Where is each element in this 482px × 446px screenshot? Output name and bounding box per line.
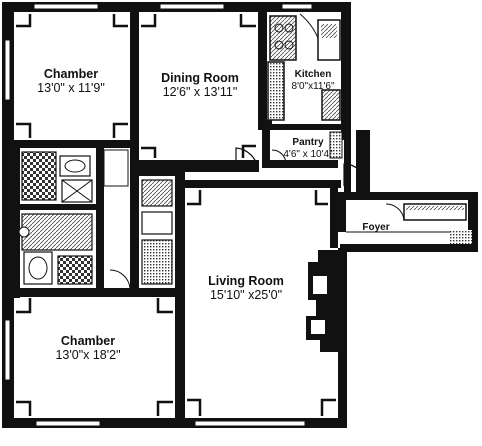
kitchen-fixtures — [267, 13, 341, 121]
living-room-corners — [187, 190, 336, 416]
room-label-kitchen: Kitchen 8'0"x11'6" — [292, 69, 335, 92]
room-name: Kitchen — [294, 69, 332, 80]
living-room-fireplace — [306, 250, 338, 352]
core-walls — [14, 148, 185, 418]
room-name: Living Room — [208, 274, 284, 288]
bathroom-upper — [21, 151, 93, 203]
room-label-chamber-top: Chamber 13'0" x 11'9" — [37, 67, 105, 96]
room-name: Foyer — [362, 222, 390, 233]
room-size: 13'0" x 11'9" — [37, 81, 105, 96]
room-name: Chamber — [43, 67, 99, 81]
chamber-top-walls — [14, 12, 139, 148]
room-size: 15'10" x25'0" — [209, 288, 283, 303]
room-name: Chamber — [60, 334, 116, 348]
dining-room-corners — [141, 14, 256, 158]
dining-door-swing — [235, 147, 259, 172]
room-label-living-room: Living Room 15'10" x25'0" — [208, 274, 284, 303]
room-size: 4'6" x 10'4" — [283, 148, 333, 160]
room-size: 12'6" x 13'11" — [162, 85, 238, 100]
room-name: Dining Room — [161, 71, 239, 85]
chamber-bottom-corners — [16, 298, 173, 416]
foyer-details — [346, 203, 472, 244]
bathroom-lower — [18, 213, 93, 285]
chamber-top-corners — [16, 14, 128, 138]
pantry-walls — [262, 130, 370, 192]
room-label-dining-room: Dining Room 12'6" x 13'11" — [161, 71, 239, 100]
foyer-walls — [338, 192, 478, 252]
room-name: Pantry — [292, 137, 324, 148]
living-room-walls — [183, 180, 341, 248]
kitchen-walls — [258, 120, 344, 130]
windows-left — [4, 39, 11, 381]
room-size: 8'0"x11'6" — [291, 80, 335, 92]
room-size: 13'0"x 18'2" — [55, 348, 121, 363]
room-label-chamber-bottom: Chamber 13'0"x 18'2" — [55, 334, 120, 363]
closets-center — [103, 149, 173, 291]
pantry-fixtures — [271, 131, 367, 187]
windows-top — [33, 3, 313, 10]
room-label-pantry: Pantry 4'6" x 10'4" — [283, 137, 332, 160]
room-label-foyer: Foyer — [362, 222, 389, 234]
windows-bottom — [35, 420, 306, 427]
